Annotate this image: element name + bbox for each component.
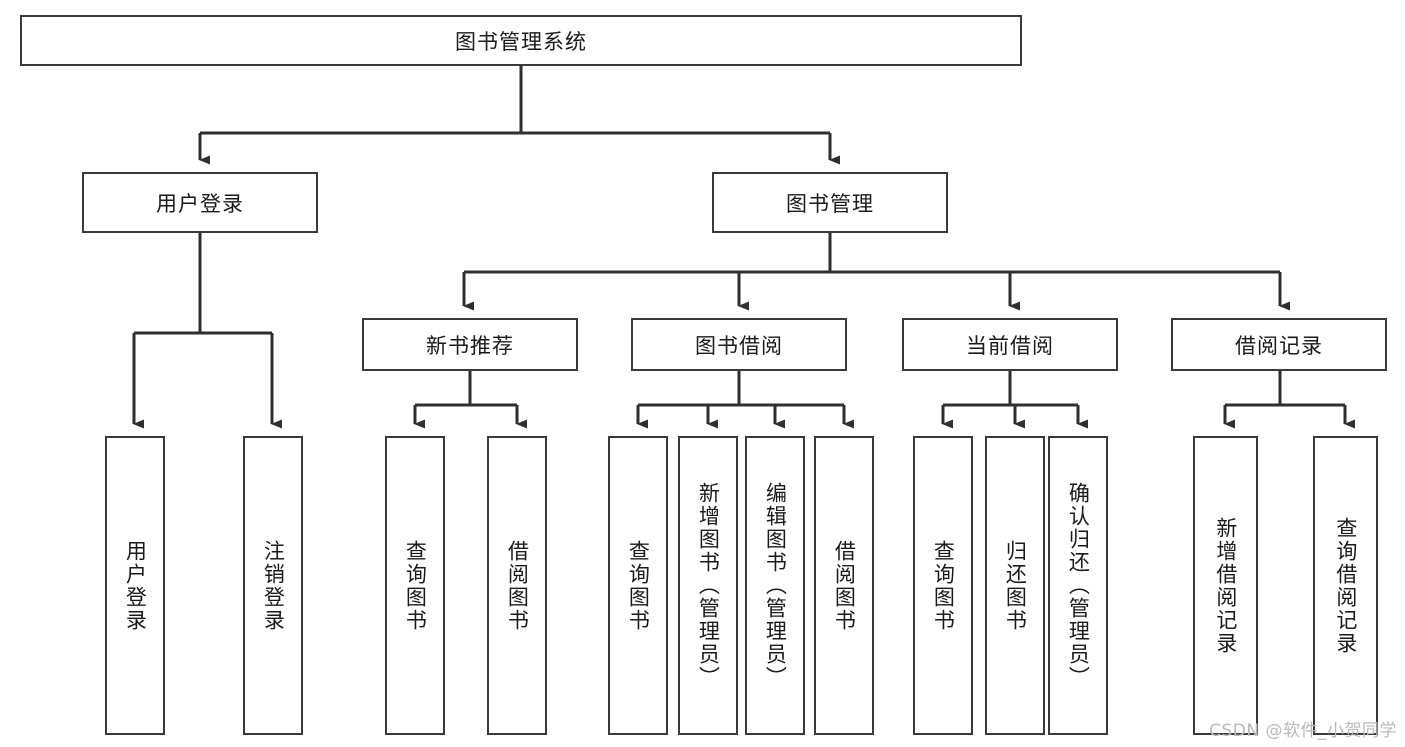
node-user-login[interactable]: 用户登录 xyxy=(82,172,318,233)
leaf-node[interactable]: 查询图书 xyxy=(385,436,445,735)
csdn-watermark: CSDN @软件_小贺同学 xyxy=(1209,721,1397,741)
leaf-node-label: 确认归还（管理员） xyxy=(1066,482,1091,689)
leaf-node-label: 用户登录 xyxy=(123,539,148,632)
leaf-node[interactable]: 注销登录 xyxy=(243,436,303,735)
leaf-node-label: 查询借阅记录 xyxy=(1333,516,1358,655)
node-book-management[interactable]: 图书管理 xyxy=(712,172,948,233)
node-borrow-record[interactable]: 借阅记录 xyxy=(1171,318,1387,371)
leaf-node-label: 新增图书（管理员） xyxy=(696,482,721,689)
node-borrow-record-label: 借阅记录 xyxy=(1235,333,1323,358)
leaf-node[interactable]: 确认归还（管理员） xyxy=(1048,436,1108,735)
node-root[interactable]: 图书管理系统 xyxy=(20,15,1022,66)
leaf-node[interactable]: 用户登录 xyxy=(105,436,165,735)
node-book-management-label: 图书管理 xyxy=(786,191,874,216)
leaf-node[interactable]: 查询图书 xyxy=(608,436,668,735)
leaf-node-label: 查询图书 xyxy=(403,539,428,632)
leaf-node-label: 编辑图书（管理员） xyxy=(763,482,788,689)
leaf-node-label: 借阅图书 xyxy=(505,539,530,632)
node-current-borrow[interactable]: 当前借阅 xyxy=(902,318,1118,371)
node-user-login-label: 用户登录 xyxy=(156,191,244,216)
leaf-node[interactable]: 新增借阅记录 xyxy=(1193,436,1258,735)
leaf-node-label: 归还图书 xyxy=(1003,539,1028,632)
node-new-book-recommend[interactable]: 新书推荐 xyxy=(362,318,578,371)
leaf-node-label: 注销登录 xyxy=(261,539,286,632)
node-current-borrow-label: 当前借阅 xyxy=(966,333,1054,358)
node-book-borrow[interactable]: 图书借阅 xyxy=(631,318,847,371)
node-book-borrow-label: 图书借阅 xyxy=(695,333,783,358)
leaf-node[interactable]: 借阅图书 xyxy=(487,436,547,735)
leaf-node[interactable]: 查询图书 xyxy=(913,436,973,735)
leaf-node-label: 借阅图书 xyxy=(832,539,857,632)
leaf-node[interactable]: 查询借阅记录 xyxy=(1313,436,1378,735)
leaf-node-label: 查询图书 xyxy=(931,539,956,632)
leaf-node[interactable]: 借阅图书 xyxy=(814,436,874,735)
node-root-label: 图书管理系统 xyxy=(455,29,587,54)
leaf-node[interactable]: 新增图书（管理员） xyxy=(678,436,738,735)
leaf-node[interactable]: 归还图书 xyxy=(985,436,1045,735)
leaf-node[interactable]: 编辑图书（管理员） xyxy=(745,436,805,735)
leaf-node-label: 查询图书 xyxy=(626,539,651,632)
leaf-node-label: 新增借阅记录 xyxy=(1213,516,1238,655)
node-new-book-recommend-label: 新书推荐 xyxy=(426,333,514,358)
